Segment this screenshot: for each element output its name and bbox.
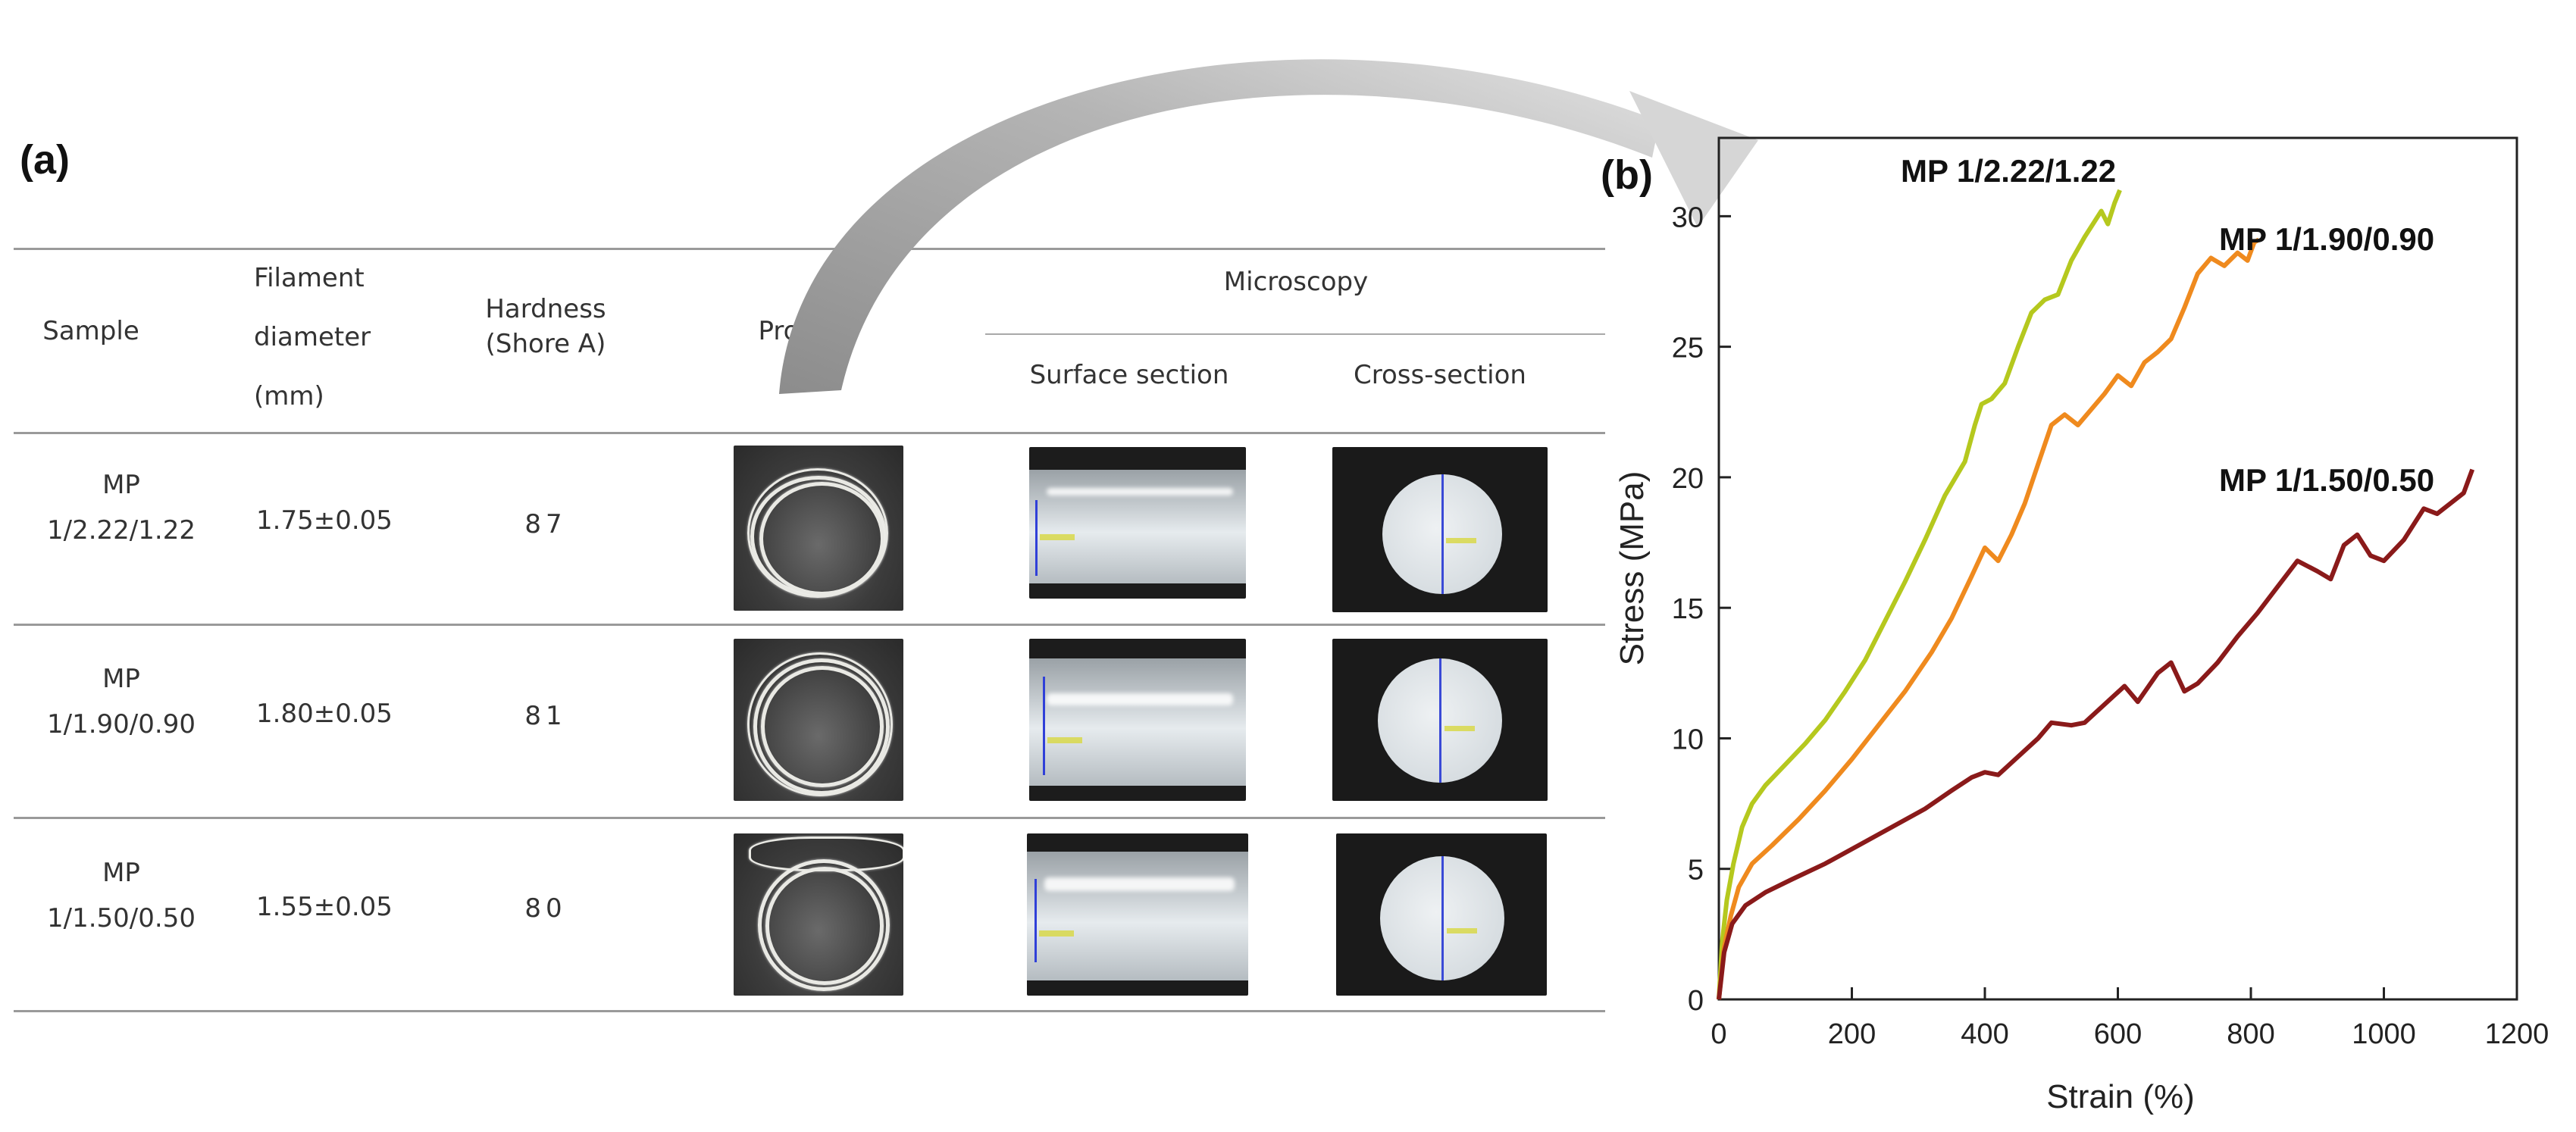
row-1-bottom-rule: [14, 624, 1605, 626]
series-line-1: [1717, 237, 2260, 1000]
row-3-cross-photo: [1336, 833, 1547, 996]
row-2-hardness: 81: [524, 701, 567, 731]
y-tick-label-3: 15: [1672, 593, 1704, 625]
series-line-2: [1717, 468, 2475, 1000]
header-filament-line-1: Filament: [254, 263, 365, 293]
row-2-bottom-rule: [14, 817, 1605, 819]
row-2-sample-line-2: 1/1.90/0.90: [47, 709, 196, 740]
series-line-0: [1717, 189, 2122, 1000]
x-axis-label: Strain (%): [2046, 1078, 2195, 1115]
x-tick-label-3: 600: [2094, 1018, 2142, 1050]
y-axis-label: Stress (MPa): [1614, 471, 1651, 666]
panel-a-label: (a): [20, 137, 70, 183]
y-tick-label-2: 10: [1672, 724, 1704, 755]
row-1-product-photo: [734, 446, 903, 611]
header-sample: Sample: [42, 316, 139, 346]
series-label-1: MP 1/1.90/0.90: [2219, 221, 2434, 257]
series-label-0: MP 1/2.22/1.22: [1901, 153, 2116, 189]
x-tick-label-1: 200: [1828, 1018, 1876, 1050]
series-label-2: MP 1/1.50/0.50: [2219, 462, 2434, 498]
row-3-diameter: 1.55±0.05: [256, 892, 393, 922]
header-hardness: Hardness (Shore A): [455, 292, 637, 361]
row-2-surface-photo: [1029, 639, 1246, 801]
y-tick-label-4: 20: [1672, 463, 1704, 495]
row-2-cross-photo: [1332, 639, 1548, 801]
row-3-sample: MP 1/1.50/0.50: [38, 850, 205, 941]
y-tick-label-6: 30: [1672, 202, 1704, 233]
y-tick-label-5: 25: [1672, 333, 1704, 364]
x-tick-label-5: 1000: [2352, 1018, 2416, 1050]
row-3-surface-photo: [1027, 833, 1248, 996]
row-2-sample: MP 1/1.90/0.90: [38, 656, 205, 747]
x-tick-label-6: 1200: [2485, 1018, 2549, 1050]
row-3-hardness: 80: [524, 893, 567, 924]
header-hardness-line-2: (Shore A): [485, 329, 606, 359]
header-filament-line-3: (mm): [254, 381, 324, 411]
row-1-sample: MP 1/2.22/1.22: [38, 462, 205, 553]
row-1-diameter: 1.75±0.05: [256, 505, 393, 536]
x-tick-label-2: 400: [1961, 1018, 2008, 1050]
y-tick-label-0: 0: [1688, 985, 1704, 1017]
header-filament-line-2: diameter: [254, 322, 371, 352]
row-1-surface-photo: [1029, 447, 1246, 599]
x-tick-label-4: 800: [2227, 1018, 2274, 1050]
row-1-cross-photo: [1332, 447, 1548, 612]
header-bottom-rule: [14, 432, 1605, 434]
row-1-sample-line-1: MP: [102, 470, 140, 500]
row-1-hardness: 87: [524, 509, 567, 539]
row-3-product-photo: [734, 833, 903, 996]
y-tick-label-1: 5: [1688, 855, 1704, 887]
header-hardness-line-1: Hardness: [485, 294, 606, 324]
panel-b-label: (b): [1601, 152, 1653, 198]
row-3-sample-line-1: MP: [102, 858, 140, 888]
row-2-product-photo: [734, 639, 903, 801]
plot-frame: [1717, 136, 2518, 1001]
x-tick-label-0: 0: [1711, 1018, 1726, 1050]
table-bottom-rule: [14, 1010, 1605, 1012]
header-filament-diameter: Filament diameter (mm): [254, 258, 421, 417]
row-1-sample-line-2: 1/2.22/1.22: [47, 515, 196, 546]
row-2-sample-line-1: MP: [102, 664, 140, 694]
row-2-diameter: 1.80±0.05: [256, 699, 393, 729]
row-3-sample-line-2: 1/1.50/0.50: [47, 903, 196, 933]
